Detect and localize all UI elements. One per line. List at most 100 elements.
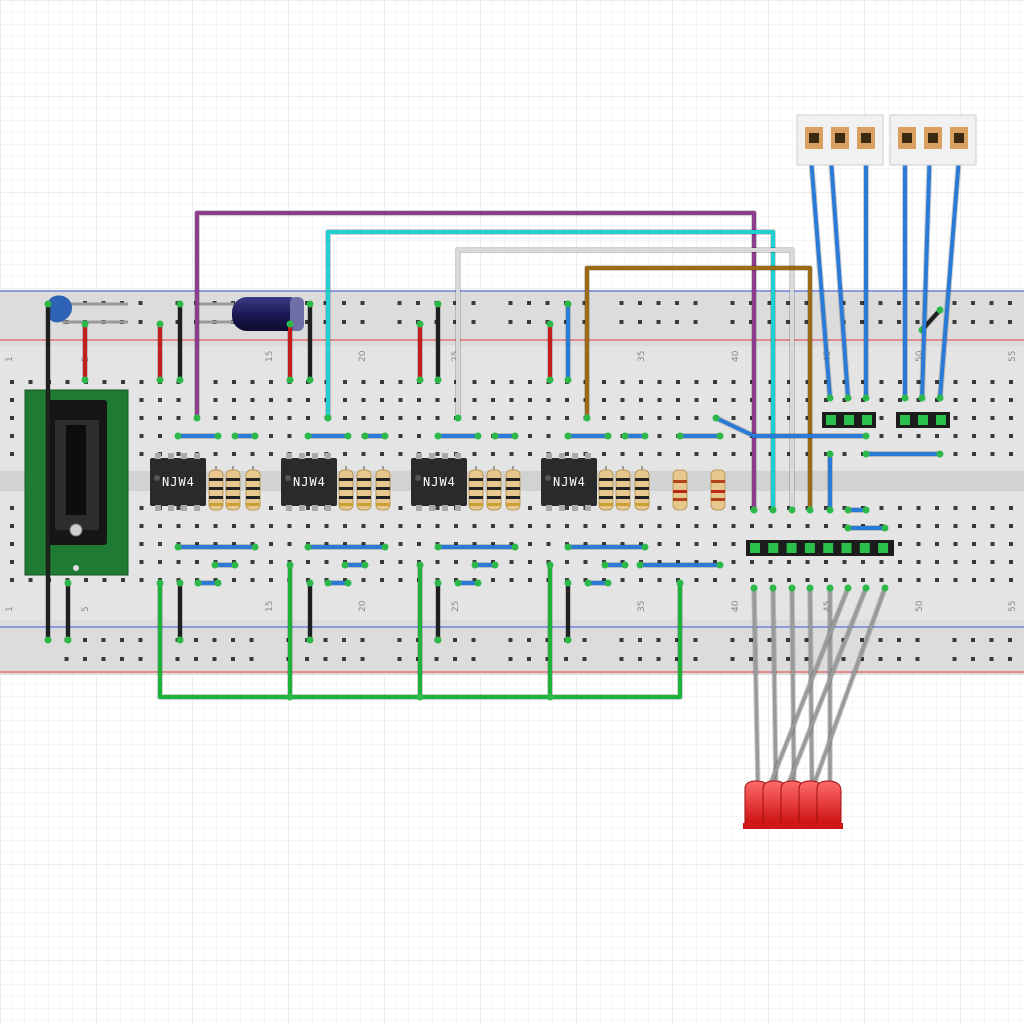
wire-end bbox=[416, 320, 424, 328]
rail-hole bbox=[508, 301, 513, 305]
rail-hole bbox=[841, 657, 846, 661]
pin-header-pin bbox=[826, 415, 836, 425]
wire-end bbox=[862, 450, 870, 458]
wire-end bbox=[156, 376, 164, 384]
ic-pin bbox=[155, 505, 161, 511]
wire-core bbox=[195, 211, 756, 512]
wire-blue-jumper bbox=[564, 432, 612, 440]
hole bbox=[139, 506, 144, 510]
hole bbox=[398, 506, 403, 510]
rail-hole bbox=[767, 657, 772, 661]
resistor-band bbox=[357, 478, 371, 481]
rail-hole bbox=[582, 301, 587, 305]
hole bbox=[417, 416, 421, 420]
rail-hole bbox=[471, 320, 476, 324]
rail-hole bbox=[64, 657, 69, 661]
wire-end bbox=[251, 432, 259, 440]
wire-end bbox=[901, 394, 909, 402]
hole bbox=[472, 398, 477, 402]
hole bbox=[787, 452, 791, 456]
ic-chip: NJW4 bbox=[411, 453, 467, 511]
wire-end bbox=[44, 300, 52, 308]
wire-blue-jumper bbox=[454, 579, 482, 587]
hole bbox=[583, 560, 588, 564]
wire-end bbox=[286, 693, 294, 701]
hole bbox=[639, 398, 643, 402]
hole bbox=[454, 542, 458, 546]
hole bbox=[916, 578, 921, 582]
wire-blue-jumper bbox=[324, 579, 352, 587]
rail-hole bbox=[101, 638, 106, 642]
rail-hole bbox=[767, 638, 772, 642]
wire-core bbox=[714, 416, 868, 438]
hole bbox=[990, 560, 995, 564]
column-number-bottom: 35 bbox=[637, 601, 647, 612]
ic-pin bbox=[429, 453, 435, 459]
rail-hole bbox=[508, 657, 513, 661]
wire-end bbox=[712, 414, 720, 422]
hole bbox=[768, 524, 773, 528]
resistor-band bbox=[376, 478, 390, 481]
rail-hole bbox=[952, 638, 957, 642]
column-number-bottom: 40 bbox=[731, 600, 741, 612]
hole bbox=[121, 578, 125, 582]
rail-hole bbox=[323, 657, 328, 661]
rail-hole bbox=[675, 638, 679, 642]
hole bbox=[676, 578, 680, 582]
rail-hole bbox=[915, 301, 920, 305]
rail-hole bbox=[693, 301, 698, 305]
wire-end bbox=[750, 584, 758, 592]
rail-hole bbox=[786, 638, 790, 642]
hole bbox=[953, 416, 958, 420]
resistor bbox=[468, 466, 484, 511]
wire-blue-socket bbox=[862, 141, 870, 402]
wire-blue-jumper bbox=[564, 543, 649, 551]
hole bbox=[269, 416, 273, 420]
ic-pin bbox=[181, 453, 187, 459]
wire-end bbox=[676, 432, 684, 440]
wire-core bbox=[326, 230, 775, 512]
hole bbox=[565, 416, 569, 420]
resistor-band bbox=[599, 503, 613, 506]
hole bbox=[583, 542, 588, 546]
ic-pin bbox=[325, 453, 331, 459]
hole bbox=[398, 560, 403, 564]
wire-end bbox=[324, 414, 332, 422]
rail-hole bbox=[360, 301, 365, 305]
ic-pin bbox=[312, 505, 318, 511]
wire-end bbox=[211, 561, 219, 569]
wire-end bbox=[918, 394, 926, 402]
wire-end bbox=[546, 561, 554, 569]
hole bbox=[620, 578, 625, 582]
hole bbox=[324, 524, 329, 528]
hole bbox=[768, 452, 773, 456]
rail-hole bbox=[730, 657, 735, 661]
hole bbox=[787, 560, 791, 564]
resistor bbox=[356, 466, 372, 511]
hole bbox=[269, 452, 273, 456]
hole bbox=[639, 380, 643, 384]
hole bbox=[768, 560, 773, 564]
hole bbox=[435, 560, 440, 564]
hole bbox=[898, 506, 902, 510]
hole bbox=[657, 578, 662, 582]
rail-hole bbox=[194, 638, 198, 642]
rail-hole bbox=[638, 657, 642, 661]
hole bbox=[953, 560, 958, 564]
wire-core bbox=[771, 586, 778, 792]
rail-hole bbox=[971, 320, 975, 324]
hole bbox=[731, 452, 736, 456]
pin-header-pin bbox=[918, 415, 928, 425]
hole bbox=[232, 542, 236, 546]
hole bbox=[176, 560, 181, 564]
wire-blue-jumper bbox=[304, 432, 352, 440]
hole bbox=[639, 524, 643, 528]
hole bbox=[657, 542, 662, 546]
hole bbox=[824, 578, 828, 582]
wire-end bbox=[769, 506, 777, 514]
hole bbox=[139, 398, 144, 402]
hole bbox=[713, 542, 717, 546]
rail-hole bbox=[638, 301, 642, 305]
hole bbox=[250, 416, 255, 420]
hole bbox=[898, 524, 902, 528]
